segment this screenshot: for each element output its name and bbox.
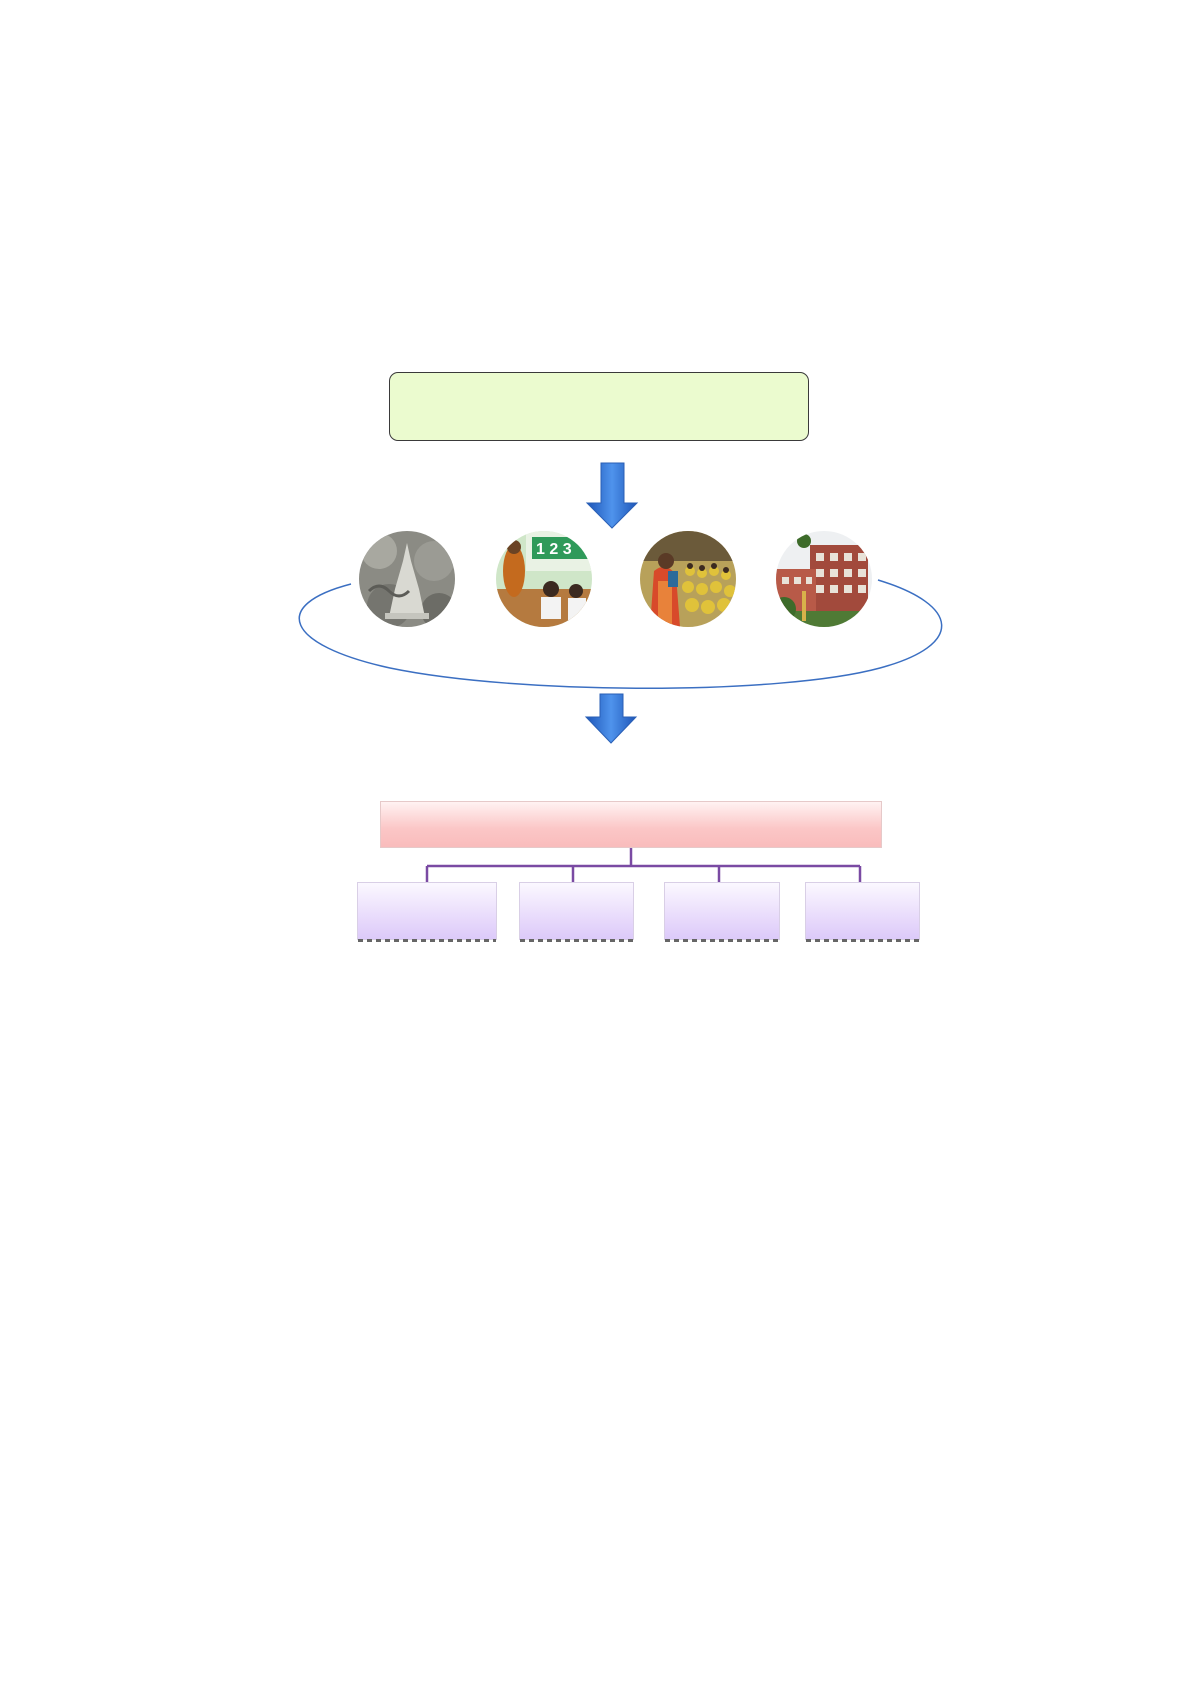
middle-box [380,801,882,848]
school-building-photo [776,531,872,627]
child-box-1 [357,882,497,942]
child-box-3 [664,882,780,942]
assembly-crowd-photo [640,531,736,627]
child-box-4 [805,882,920,942]
org-connectors [425,848,862,882]
classroom-photo: 1 2 3 [496,531,592,627]
down-arrow-1-icon [585,462,639,529]
top-box [389,372,809,441]
svg-text:1 2 3: 1 2 3 [536,541,572,558]
temple-photo [359,531,455,627]
child-box-2 [519,882,634,942]
cycle-ellipse [298,579,943,689]
down-arrow-2-icon [584,693,638,744]
